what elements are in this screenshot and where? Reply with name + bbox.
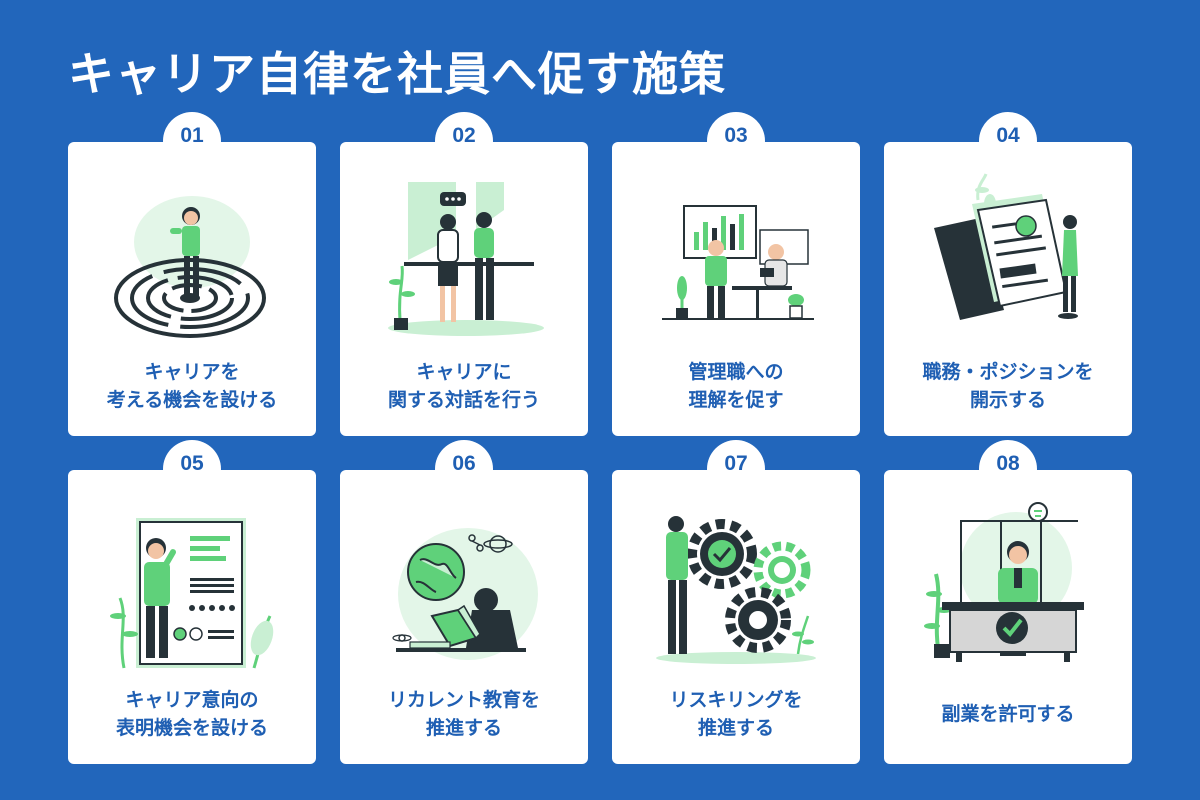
card-05: 05 xyxy=(68,440,316,764)
badge-number: 07 xyxy=(724,452,748,475)
number-badge: 06 xyxy=(435,440,493,498)
gears-icon xyxy=(648,498,824,674)
card-label: キャリアに 関する対話を行う xyxy=(346,350,582,424)
measures-grid: 01 キャリアを 考える機会を設ける 0 xyxy=(68,112,1132,764)
label-line: 推進する xyxy=(697,717,774,739)
number-badge: 08 xyxy=(979,440,1037,498)
card-03: 03 xyxy=(612,112,860,436)
presentation-icon xyxy=(104,498,280,674)
number-badge: 03 xyxy=(707,112,765,170)
card-01: 01 キャリアを 考える機会を設ける xyxy=(68,112,316,436)
card-08: 08 xyxy=(884,440,1132,764)
label-line: 表明機会を設ける xyxy=(115,717,268,739)
card-04: 04 職務・ポ xyxy=(884,112,1132,436)
label-line: 関する対話を行う xyxy=(387,389,540,411)
maze-icon xyxy=(104,170,280,346)
label-line: 理解を促す xyxy=(688,389,784,411)
card-label: リスキリングを 推進する xyxy=(618,678,854,752)
badge-number: 03 xyxy=(724,124,748,147)
card-label: 副業を許可する xyxy=(890,678,1126,752)
card-02: 02 xyxy=(340,112,588,436)
label-line: リスキリングを xyxy=(669,689,803,712)
documents-icon xyxy=(920,170,1096,346)
label-line: 職務・ポジションを xyxy=(922,361,1094,384)
managers-icon xyxy=(648,170,824,346)
label-line: 考える機会を設ける xyxy=(106,389,278,411)
number-badge: 01 xyxy=(163,112,221,170)
label-line: 副業を許可する xyxy=(941,703,1075,726)
number-badge: 05 xyxy=(163,440,221,498)
badge-number: 01 xyxy=(180,124,204,147)
card-label: 職務・ポジションを 開示する xyxy=(890,350,1126,424)
badge-number: 04 xyxy=(996,124,1020,147)
desk-check-icon xyxy=(920,498,1096,674)
badge-number: 05 xyxy=(180,452,204,475)
card-06: 06 リカレン xyxy=(340,440,588,764)
number-badge: 07 xyxy=(707,440,765,498)
card-label: キャリア意向の 表明機会を設ける xyxy=(74,678,310,752)
study-icon xyxy=(376,498,552,674)
card-label: リカレント教育を 推進する xyxy=(346,678,582,752)
card-label: キャリアを 考える機会を設ける xyxy=(74,350,310,424)
label-line: キャリアに xyxy=(416,361,512,384)
conversation-icon xyxy=(376,170,552,346)
label-line: キャリア意向の xyxy=(125,689,259,712)
page-title: キャリア自律を社員へ促す施策 xyxy=(68,47,726,101)
label-line: 開示する xyxy=(969,389,1046,411)
badge-number: 08 xyxy=(996,452,1020,475)
card-label: 管理職への 理解を促す xyxy=(618,350,854,424)
label-line: 管理職への xyxy=(688,361,784,384)
badge-number: 02 xyxy=(452,124,476,147)
label-line: リカレント教育を xyxy=(387,689,540,712)
badge-number: 06 xyxy=(452,452,476,475)
card-07: 07 xyxy=(612,440,860,764)
number-badge: 04 xyxy=(979,112,1037,170)
number-badge: 02 xyxy=(435,112,493,170)
label-line: 推進する xyxy=(425,717,502,739)
label-line: キャリアを xyxy=(144,361,240,384)
